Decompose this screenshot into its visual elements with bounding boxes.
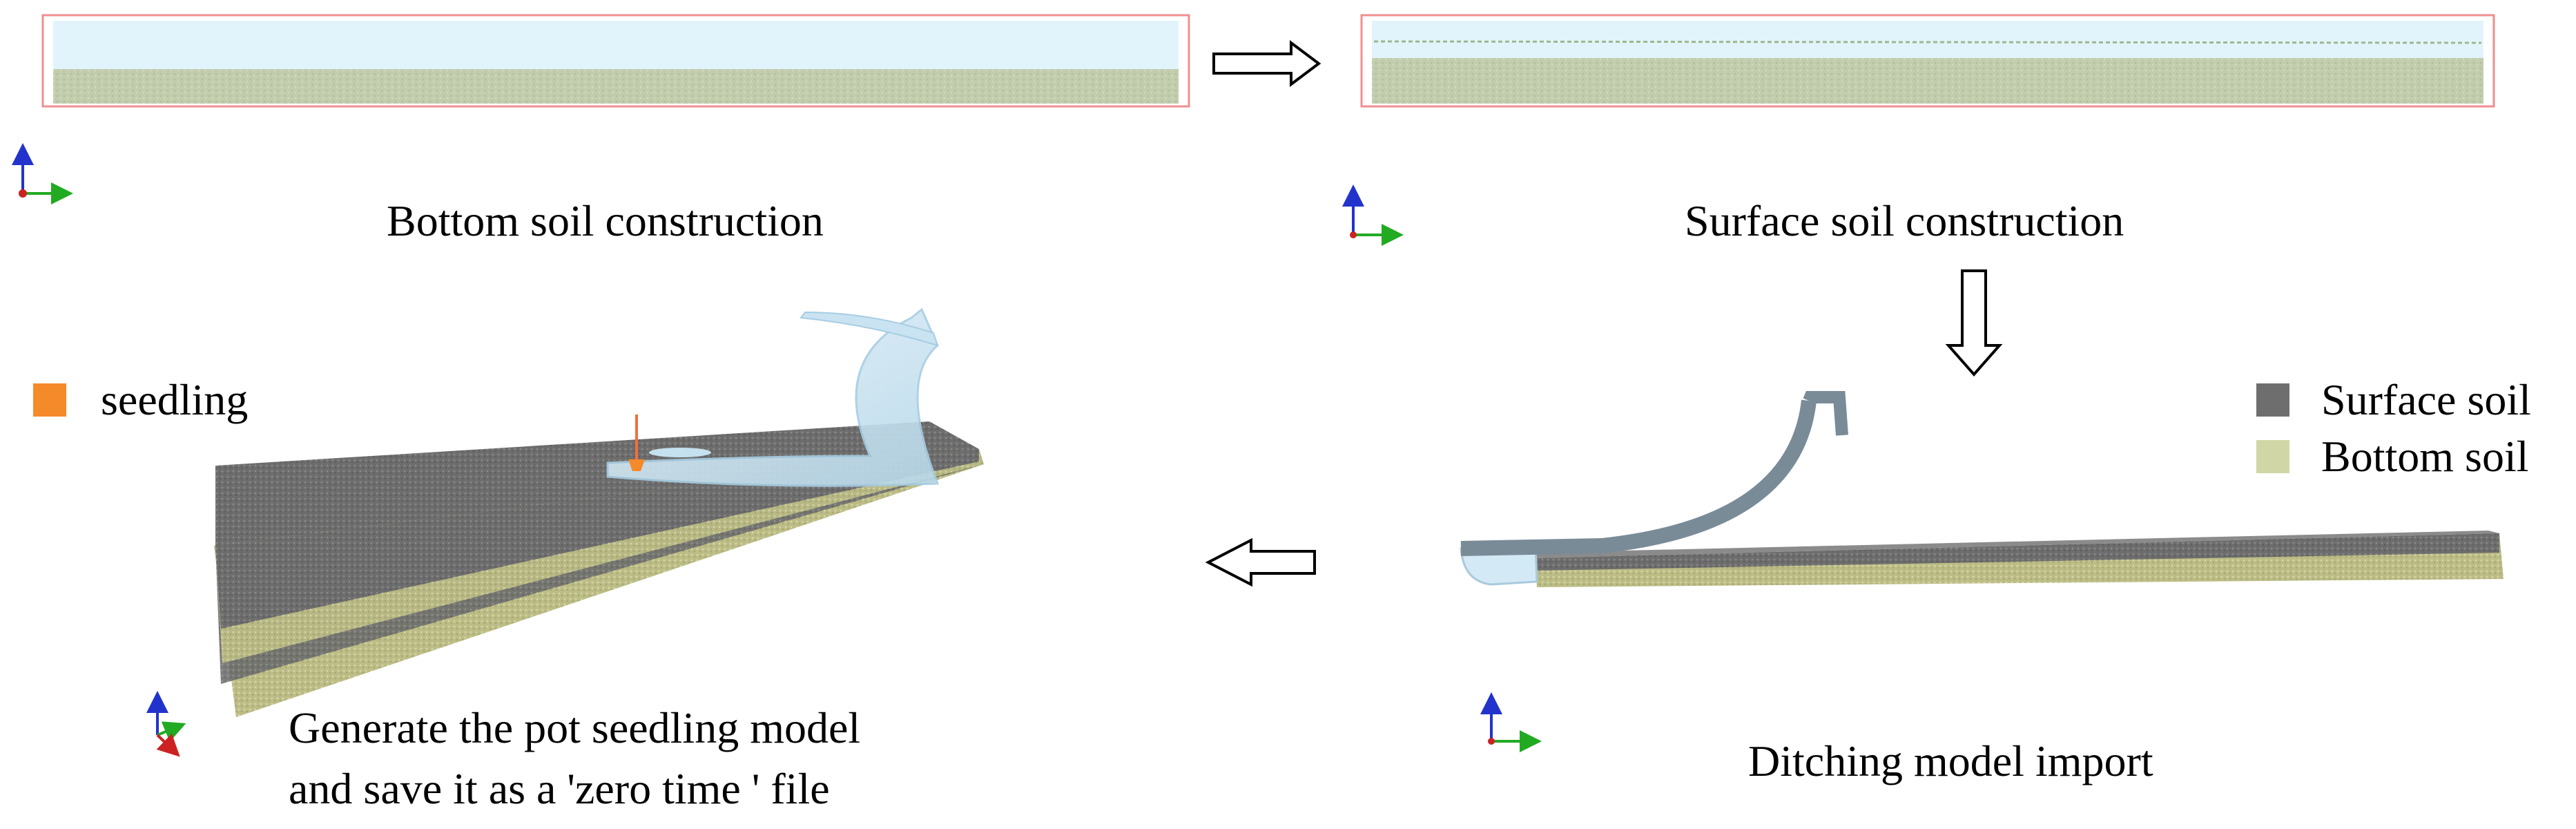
seedling-pot <box>628 459 645 471</box>
ditch-surface-soil <box>1534 533 2499 571</box>
ditcher-share <box>1460 546 1538 586</box>
surface-panel-sky <box>1372 21 2483 58</box>
legend-surface-swatch <box>2256 383 2289 417</box>
axis-icon-3 <box>146 691 186 757</box>
legend-seedling: seedling <box>33 374 248 426</box>
legend-bottom-swatch <box>2256 440 2289 473</box>
ditcher-hook <box>1803 391 1848 436</box>
arrow-right <box>1212 40 1321 87</box>
seedling-ditcher-top <box>800 311 939 347</box>
axis-icon-4 <box>1480 692 1542 752</box>
legend-surface-soil: Surface soil <box>2256 374 2531 426</box>
legend-seedling-label: seedling <box>101 375 249 424</box>
seedling-furrow <box>649 448 711 457</box>
seedling-surface-front-top <box>215 449 979 629</box>
legend-seedling-swatch <box>33 383 66 417</box>
caption-surface-soil: Surface soil construction <box>1685 196 2124 245</box>
bottom-panel-sky <box>53 21 1179 70</box>
seedling-panel <box>214 307 984 717</box>
caption-bottom-soil: Bottom soil construction <box>387 196 824 245</box>
caption-generate-line1: Generate the pot seedling model <box>289 703 861 752</box>
surface-soil-layer <box>1372 58 2483 104</box>
ditcher-arm <box>1460 399 1817 556</box>
caption-ditching: Ditching model import <box>1748 736 2153 785</box>
arrow-down <box>1945 269 2003 377</box>
bottom-soil-panel <box>41 14 1190 108</box>
axis-icon-1 <box>12 143 73 204</box>
ditching-panel <box>1460 391 2504 587</box>
surface-soil-panel <box>1360 14 2495 108</box>
legend-surface-label: Surface soil <box>2321 375 2531 424</box>
seedling-surface-top <box>215 421 979 546</box>
ditch-soil-top <box>1534 531 2499 558</box>
arrow-left <box>1205 537 1316 587</box>
falling-particles <box>1373 40 2482 44</box>
caption-generate-line2: and save it as a 'zero time ' file <box>289 764 830 813</box>
legend-bottom-label: Bottom soil <box>2321 432 2529 481</box>
legend-bottom-soil: Bottom soil <box>2256 431 2529 482</box>
bottom-soil-layer <box>53 69 1179 104</box>
axis-icon-2 <box>1342 184 1404 246</box>
